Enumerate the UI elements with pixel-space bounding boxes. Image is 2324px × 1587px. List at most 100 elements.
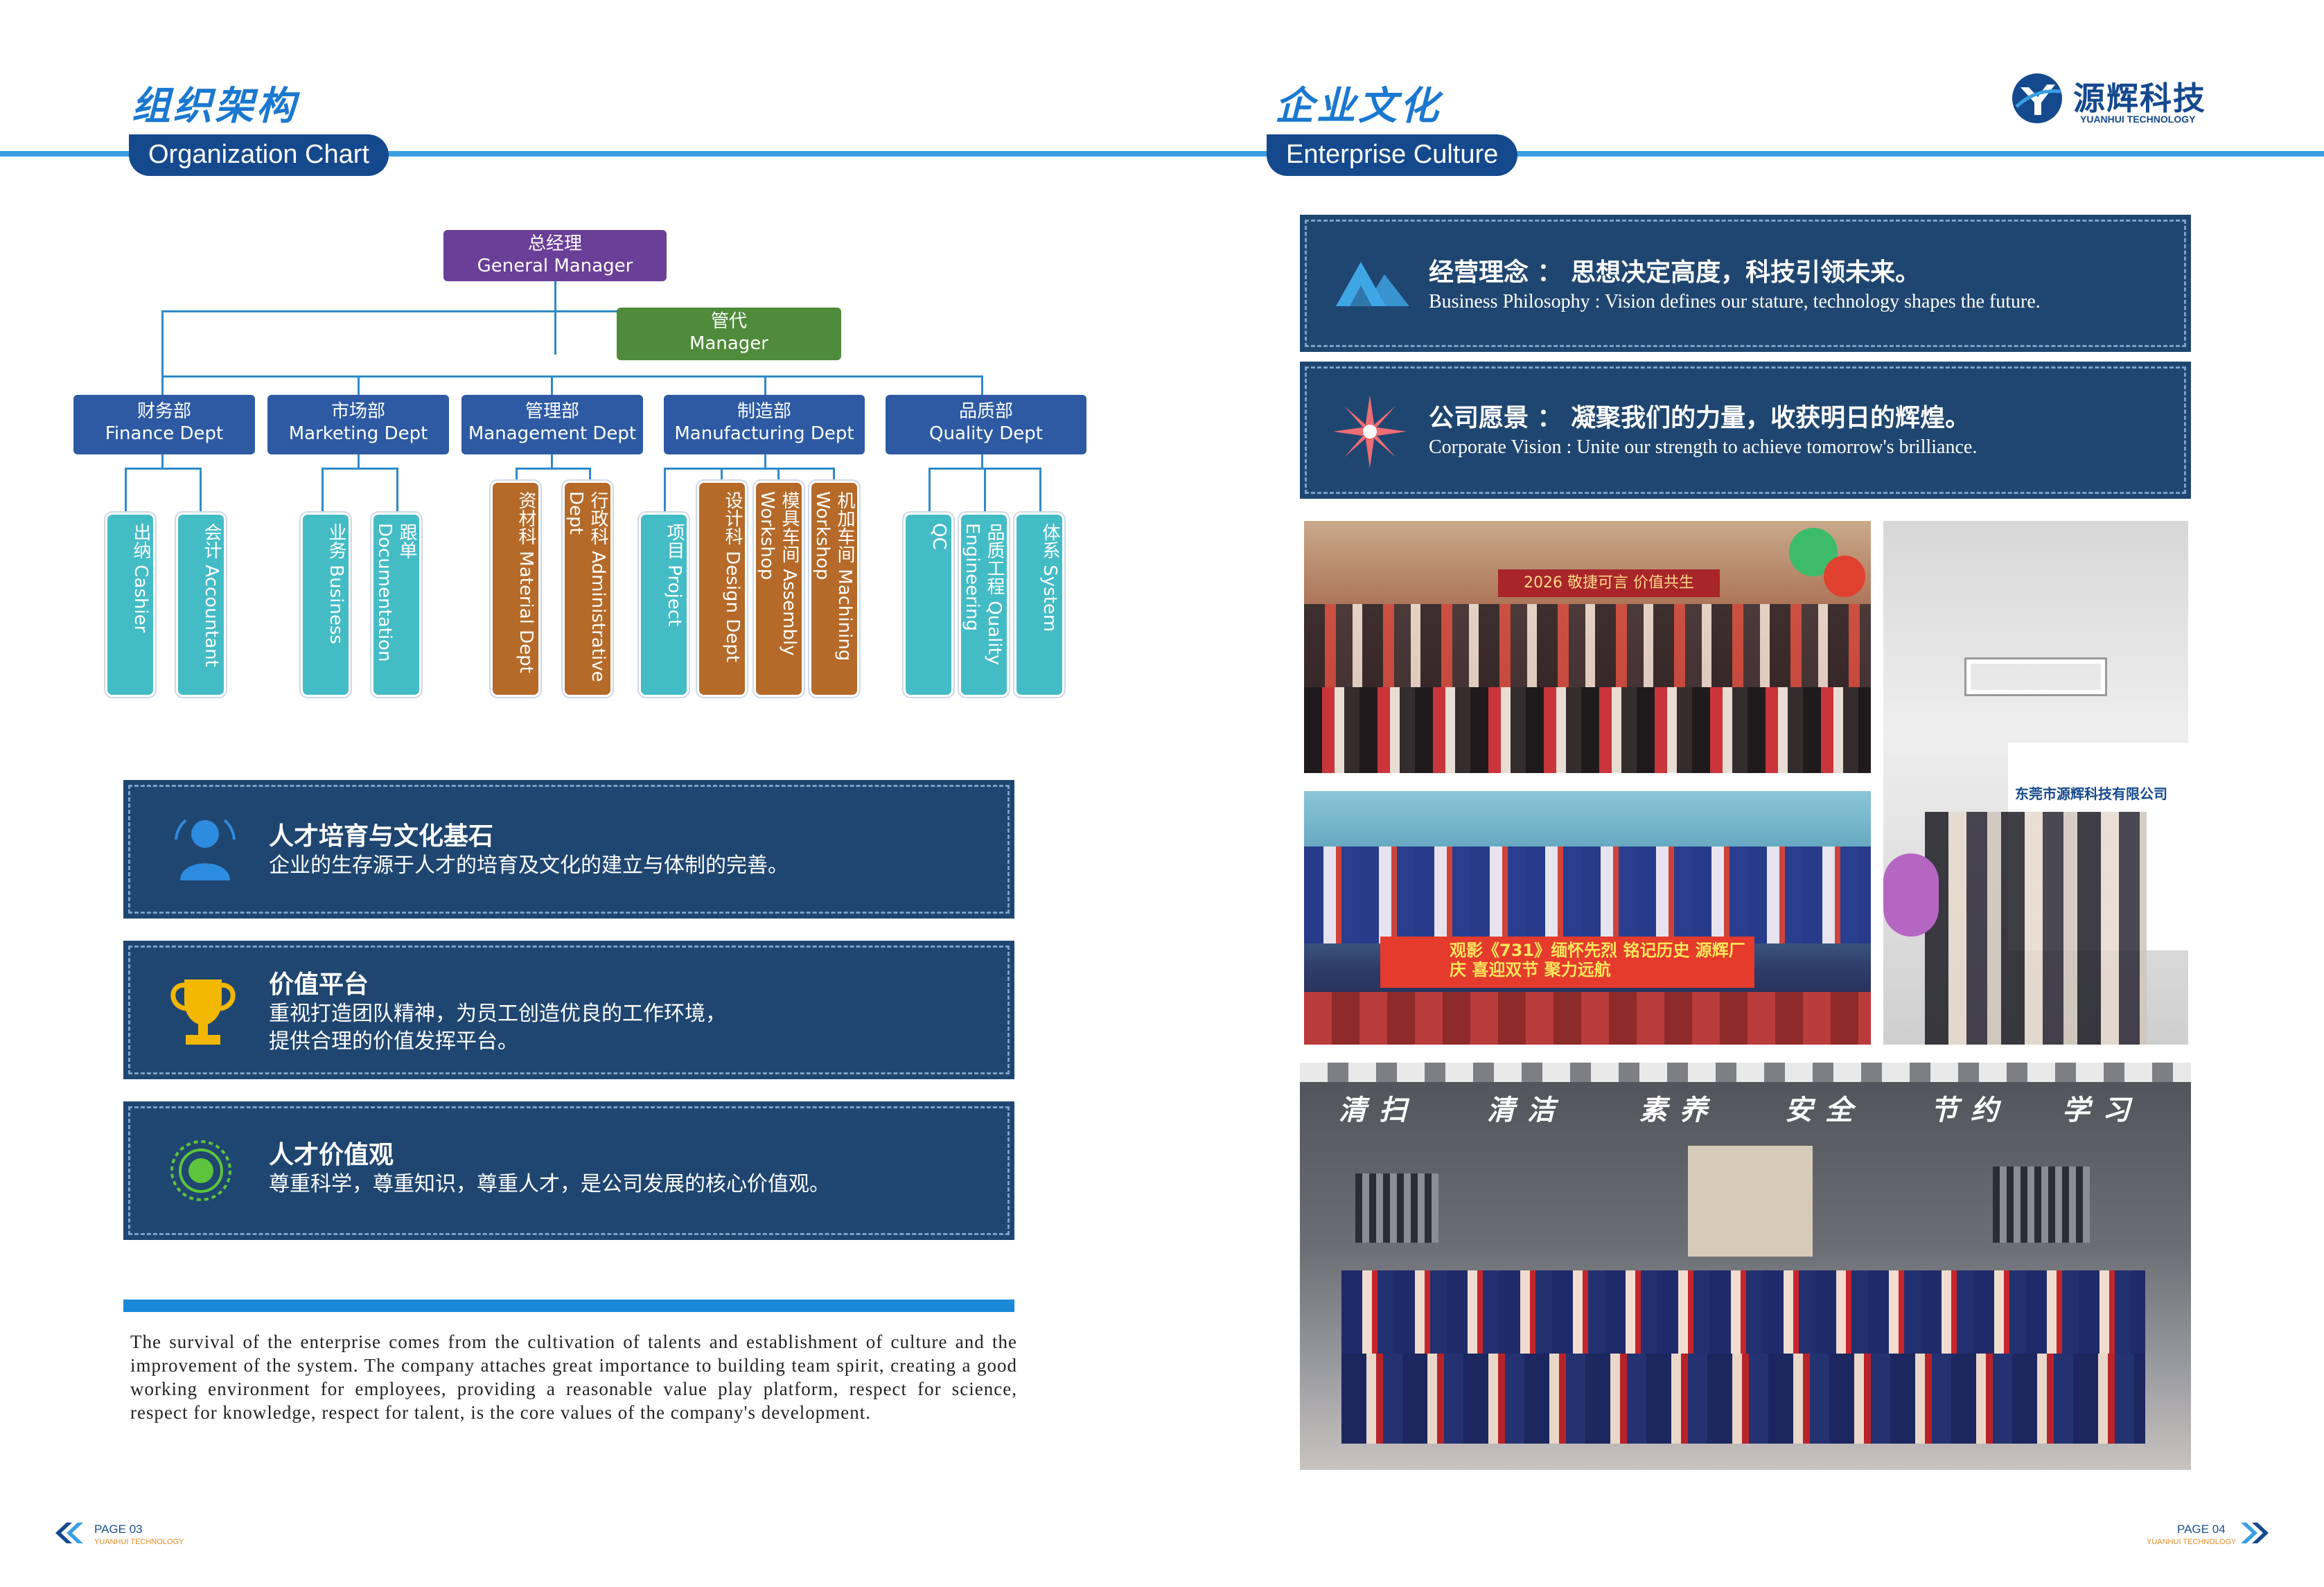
vision-title: 公司愿景 ： 凝聚我们的力量，收获明日的辉煌。 <box>1429 404 1971 432</box>
culture-paragraph: The survival of the enterprise comes fro… <box>130 1331 1017 1423</box>
slogan-1: 清扫 <box>1339 1094 1419 1126</box>
info-text: 企业的生存源于人才的培育及文化的建立与体制的完善。 <box>269 853 789 878</box>
page-label-left: PAGE 03 <box>94 1523 143 1536</box>
photo-event-group: 观影《731》缅怀先烈 铭记历史 源辉厂庆 喜迎双节 聚力远航 <box>1304 791 1871 1045</box>
trophy-icon <box>170 979 236 1045</box>
connector <box>764 454 766 468</box>
divider-bar <box>123 1300 1014 1312</box>
right-title-en: Enterprise Culture <box>1267 134 1518 176</box>
mountain-icon <box>1336 262 1409 306</box>
corporate-vision-box: 公司愿景 ： 凝聚我们的力量，收获明日的辉煌。 Corporate Vision… <box>1300 362 2191 499</box>
leaf-documentation: 跟单 Documentation <box>371 513 421 697</box>
connector <box>664 468 834 470</box>
connector <box>554 281 556 355</box>
management-dept-box: 管理部 Management Dept <box>461 395 643 454</box>
finance-dept-box: 财务部 Finance Dept <box>73 395 255 454</box>
brand-logo-icon <box>2012 73 2062 123</box>
connector <box>161 310 617 312</box>
connector <box>833 468 835 484</box>
mgr-en: Manager <box>689 333 768 354</box>
manager-box: 管代 Manager <box>617 308 841 360</box>
connector <box>396 468 398 516</box>
quality-dept-box: 品质部 Quality Dept <box>886 395 1086 454</box>
right-header-line <box>1162 151 2324 157</box>
page-sub-right: YUANHUI TECHNOLOGY <box>2147 1538 2237 1546</box>
leaf-material-dept: 资材科 Material Dept <box>491 481 540 697</box>
target-icon <box>170 1140 231 1201</box>
crowd-row <box>1304 846 1871 943</box>
leaf-machining-workshop: 机加车间 Machining Workshop <box>809 481 859 697</box>
slogan-6: 学习 <box>2062 1094 2142 1126</box>
business-philosophy-box: 经营理念 ： 思想决定高度，科技引领未来。 Business Philosoph… <box>1300 215 2191 352</box>
connector <box>764 375 766 396</box>
window <box>1355 1173 1438 1243</box>
leaf-project: 项目 Project <box>639 513 689 697</box>
dept-zh: 财务部 <box>137 401 191 422</box>
info-box-core-values: 人才价值观 尊重科学，尊重知识，尊重人才，是公司发展的核心价值观。 <box>123 1101 1014 1240</box>
connector <box>358 454 360 468</box>
balloon <box>1824 556 1865 597</box>
connector <box>322 468 324 516</box>
marketing-dept-box: 市场部 Marketing Dept <box>267 395 449 454</box>
info-title: 人才培育与文化基石 <box>269 822 494 851</box>
event-banner: 观影《731》缅怀先烈 铭记历史 源辉厂庆 喜迎双节 聚力远航 <box>1380 937 1754 988</box>
connector <box>928 468 931 516</box>
left-title-en: Organization Chart <box>129 134 389 176</box>
photo-company-lobby: 东莞市源辉科技有限公司 <box>1883 521 2188 1045</box>
leaf-system: 体系 System <box>1014 513 1064 697</box>
gm-en: General Manager <box>477 256 633 276</box>
flowers <box>1883 853 1939 937</box>
dept-en: Manufacturing Dept <box>674 423 854 444</box>
photo-factory-staff: 清扫 清洁 素养 安全 节约 学习 <box>1300 1063 2191 1470</box>
person-icon <box>175 819 236 880</box>
brand-name-en: YUANHUI TECHNOLOGY <box>2080 114 2196 125</box>
connector <box>981 375 983 396</box>
slogan-5: 节约 <box>1930 1094 2011 1126</box>
manufacturing-dept-box: 制造部 Manufacturing Dept <box>664 395 865 454</box>
dashed-connector <box>164 375 614 378</box>
building-entrance <box>1688 1146 1813 1257</box>
starburst-icon <box>1333 395 1407 468</box>
gm-zh: 总经理 <box>527 233 582 254</box>
info-title: 人才价值观 <box>269 1141 394 1169</box>
leaf-design-dept: 设计科 Design Dept <box>697 481 747 697</box>
leaf-quality-engineering: 品质工程 Quality Engineering <box>959 513 1009 697</box>
info-text: 重视打造团队精神，为员工创造优良的工作环境， <box>269 1002 726 1026</box>
info-text: 尊重科学，尊重知识，尊重人才，是公司发展的核心价值观。 <box>269 1172 830 1196</box>
leaf-business: 业务 Business <box>301 513 351 697</box>
crowd-row <box>1304 604 1871 687</box>
left-header-line <box>0 151 1162 157</box>
connector <box>551 454 553 468</box>
connector <box>664 468 666 516</box>
connector <box>981 454 983 468</box>
leaf-assembly-workshop: 模具车间 Assembly Workshop <box>754 481 804 697</box>
leaf-qc: QC <box>904 513 953 697</box>
roof-rail <box>1300 1063 2191 1082</box>
connector <box>1039 468 1041 516</box>
connector <box>984 468 986 516</box>
chevron-left-icon <box>55 1523 83 1543</box>
seats <box>1304 992 1871 1045</box>
connector <box>125 468 200 470</box>
vision-sub: Corporate Vision : Unite our strength to… <box>1429 436 1978 458</box>
dept-en: Quality Dept <box>929 423 1043 444</box>
staff-group <box>1925 812 2147 1045</box>
company-wall-sign: 东莞市源辉科技有限公司 <box>2015 786 2167 802</box>
dept-zh: 制造部 <box>737 401 791 422</box>
connector <box>161 454 164 468</box>
dept-en: Finance Dept <box>105 423 224 444</box>
slogan-3: 素养 <box>1639 1094 1720 1126</box>
leaf-administrative-dept: 行政科 Administrative Dept <box>563 481 613 697</box>
connector <box>161 310 164 396</box>
dept-en: Management Dept <box>468 423 637 444</box>
left-title-zh: 组织架构 <box>132 84 298 129</box>
dept-en: Marketing Dept <box>288 423 428 444</box>
connector <box>516 468 589 470</box>
mgr-zh: 管代 <box>710 311 747 332</box>
banner-2026: 2026 敬捷可言 价值共生 <box>1498 569 1720 597</box>
connector <box>551 375 553 396</box>
connector <box>322 468 396 470</box>
philosophy-title: 经营理念 ： 思想决定高度，科技引领未来。 <box>1429 258 1921 287</box>
connector <box>125 468 127 516</box>
brand-name-zh: 源辉科技 <box>2073 80 2206 117</box>
